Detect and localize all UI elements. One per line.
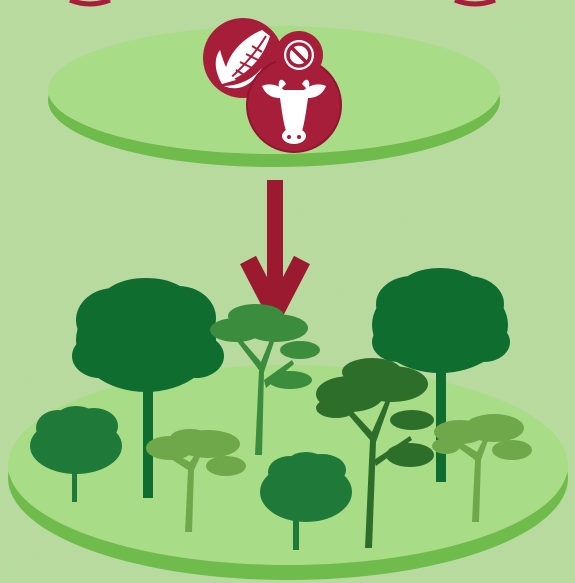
no-symbol-icon bbox=[275, 31, 323, 79]
